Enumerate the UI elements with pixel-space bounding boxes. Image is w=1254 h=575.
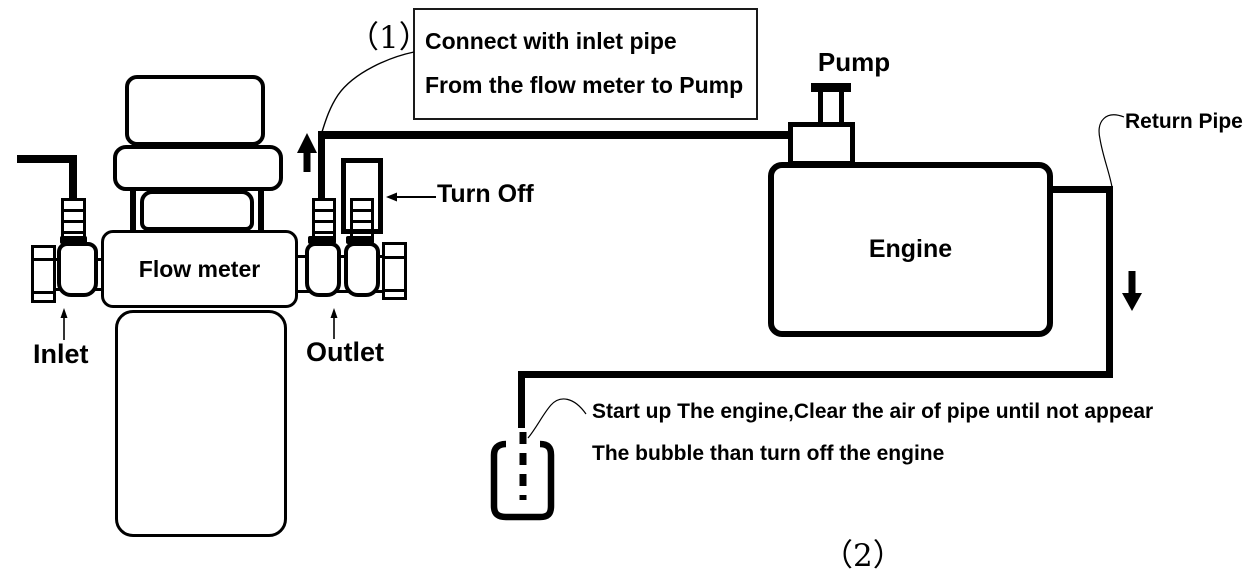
flowmeter-to-pump-inlet-pipe <box>318 131 790 139</box>
callout-text-line1: Connect with inlet pipe <box>425 28 677 54</box>
nut-facet-line <box>385 256 404 259</box>
step1-number: （1） <box>348 20 430 56</box>
inlet-supply-pipe-vertical <box>69 155 77 202</box>
return-pipe-leader-line <box>1098 114 1125 188</box>
inlet-barb-neck <box>61 198 86 239</box>
inlet-fitting-taper <box>60 236 87 244</box>
nut-facet-line <box>34 258 53 261</box>
outlet-riser-pipe <box>318 131 325 203</box>
flowmeter-top-cap <box>125 75 265 146</box>
step1-callout-box: Connect with inlet pipe From the flow me… <box>413 8 758 120</box>
note-text-line2: The bubble than turn off the engine <box>592 442 945 465</box>
engine-body: Engine <box>768 162 1053 337</box>
return-pipe-downcomer <box>1106 186 1113 378</box>
outlet-pointer-arrow-icon <box>330 308 338 339</box>
callout-text-line2: From the flow meter to Pump <box>425 72 744 98</box>
note-text-line1: Start up The engine,Clear the air of pip… <box>592 400 1154 423</box>
flowmeter-body: Flow meter <box>101 230 298 308</box>
pump-stem-cap <box>811 83 851 92</box>
inlet-pointer-arrow-icon <box>60 308 68 340</box>
turn-off-valve-outline <box>341 158 383 234</box>
nut-facet-line <box>385 289 404 292</box>
inlet-supply-pipe-horizontal <box>17 155 77 163</box>
outlet-fitting-body <box>305 242 341 297</box>
pump-body <box>788 122 855 166</box>
outlet-hex-nut <box>382 242 407 300</box>
turn-off-pointer-arrow-icon <box>386 192 436 202</box>
flowmeter-label: Flow meter <box>138 255 261 282</box>
outlet-label: Outlet <box>306 337 384 367</box>
return-pipe-drop-to-container <box>518 371 525 428</box>
inlet-fitting-body <box>57 242 98 297</box>
inlet-hex-nut <box>31 245 56 303</box>
flow-up-arrow-icon <box>297 133 317 172</box>
note-leader-line <box>527 398 587 439</box>
step2-number: （2） <box>822 538 904 574</box>
return-pipe-label: Return Pipe <box>1125 110 1243 133</box>
flowmeter-right-post <box>258 188 264 232</box>
shutoff-fitting-body <box>344 242 380 297</box>
flowmeter-middle-tier <box>140 190 254 231</box>
nut-facet-line <box>34 291 53 294</box>
drain-container-icon <box>490 440 555 521</box>
step1-leader-line <box>321 51 415 133</box>
turn-off-label: Turn Off <box>437 180 534 208</box>
return-pipe-engine-stub <box>1048 186 1113 193</box>
outlet-barb-neck <box>312 198 336 239</box>
flowmeter-left-post <box>130 188 136 232</box>
shutoff-fitting-taper <box>346 236 374 244</box>
engine-label: Engine <box>868 235 953 263</box>
flow-down-arrow-icon <box>1122 271 1142 311</box>
flowmeter-upper-tier <box>113 145 283 191</box>
return-pipe-bottom-run <box>518 371 1113 378</box>
outlet-fitting-taper <box>308 236 336 244</box>
pump-label: Pump <box>817 47 891 77</box>
flowmeter-lower-bowl <box>115 310 287 537</box>
inlet-label: Inlet <box>33 339 89 369</box>
pump-inlet-stem <box>818 90 844 122</box>
